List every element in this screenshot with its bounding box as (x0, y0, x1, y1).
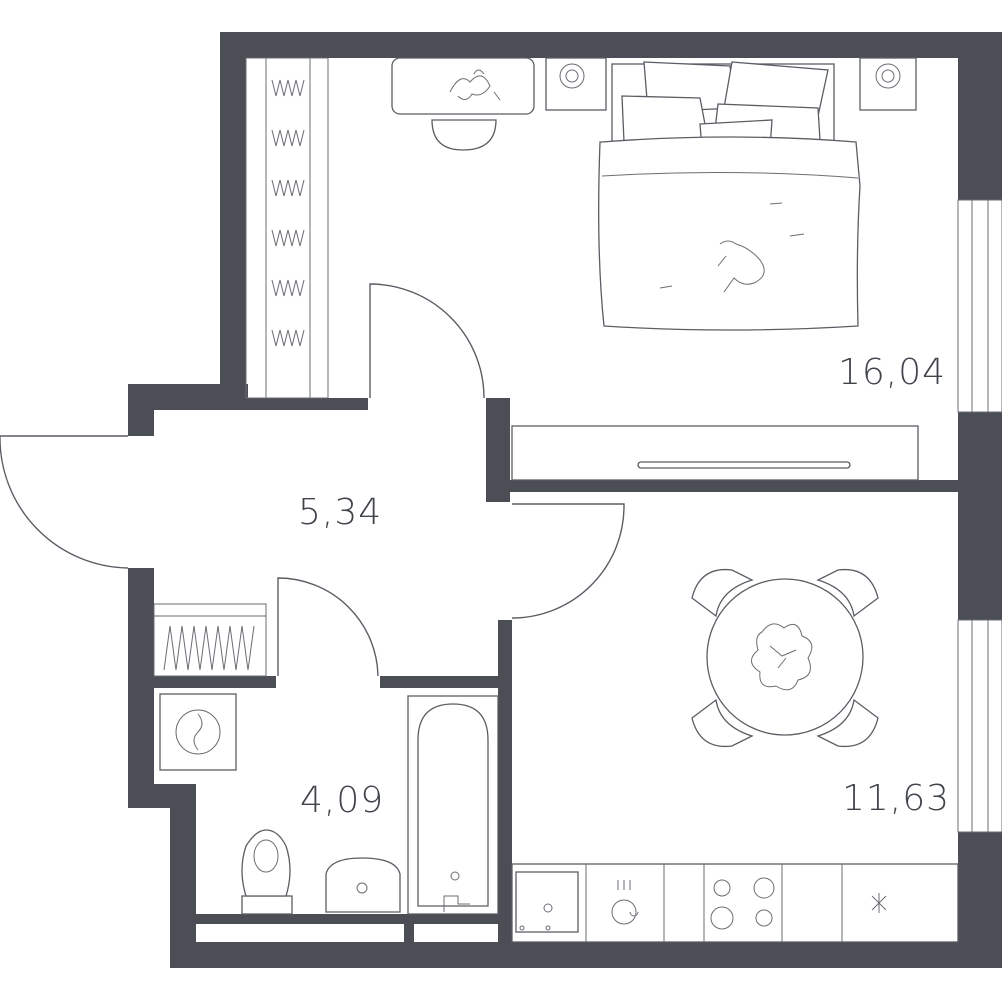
nightstand-right (859, 57, 917, 111)
doors (0, 283, 625, 677)
bedroom-area-label: 16,04 (838, 352, 946, 393)
nightstand-left (545, 57, 607, 111)
hallway-wardrobe (153, 603, 267, 677)
bathroom-area-label: 4,09 (300, 780, 384, 821)
windows (957, 199, 1002, 833)
walls (128, 32, 1002, 968)
tv-stand (511, 425, 919, 481)
washing-machine (159, 693, 237, 771)
bathtub (407, 695, 499, 915)
kitchen-counter (511, 863, 959, 943)
bedroom-wardrobe (245, 57, 329, 399)
dining-table (691, 568, 879, 748)
sink (325, 857, 401, 913)
kitchen-area-label: 11,63 (842, 778, 950, 819)
hallway-area-label: 5,34 (298, 492, 382, 533)
room-labels: 16,04 5,34 4,09 11,63 (298, 352, 950, 821)
toilet (241, 829, 293, 915)
bed (598, 61, 861, 331)
desk (391, 57, 535, 151)
